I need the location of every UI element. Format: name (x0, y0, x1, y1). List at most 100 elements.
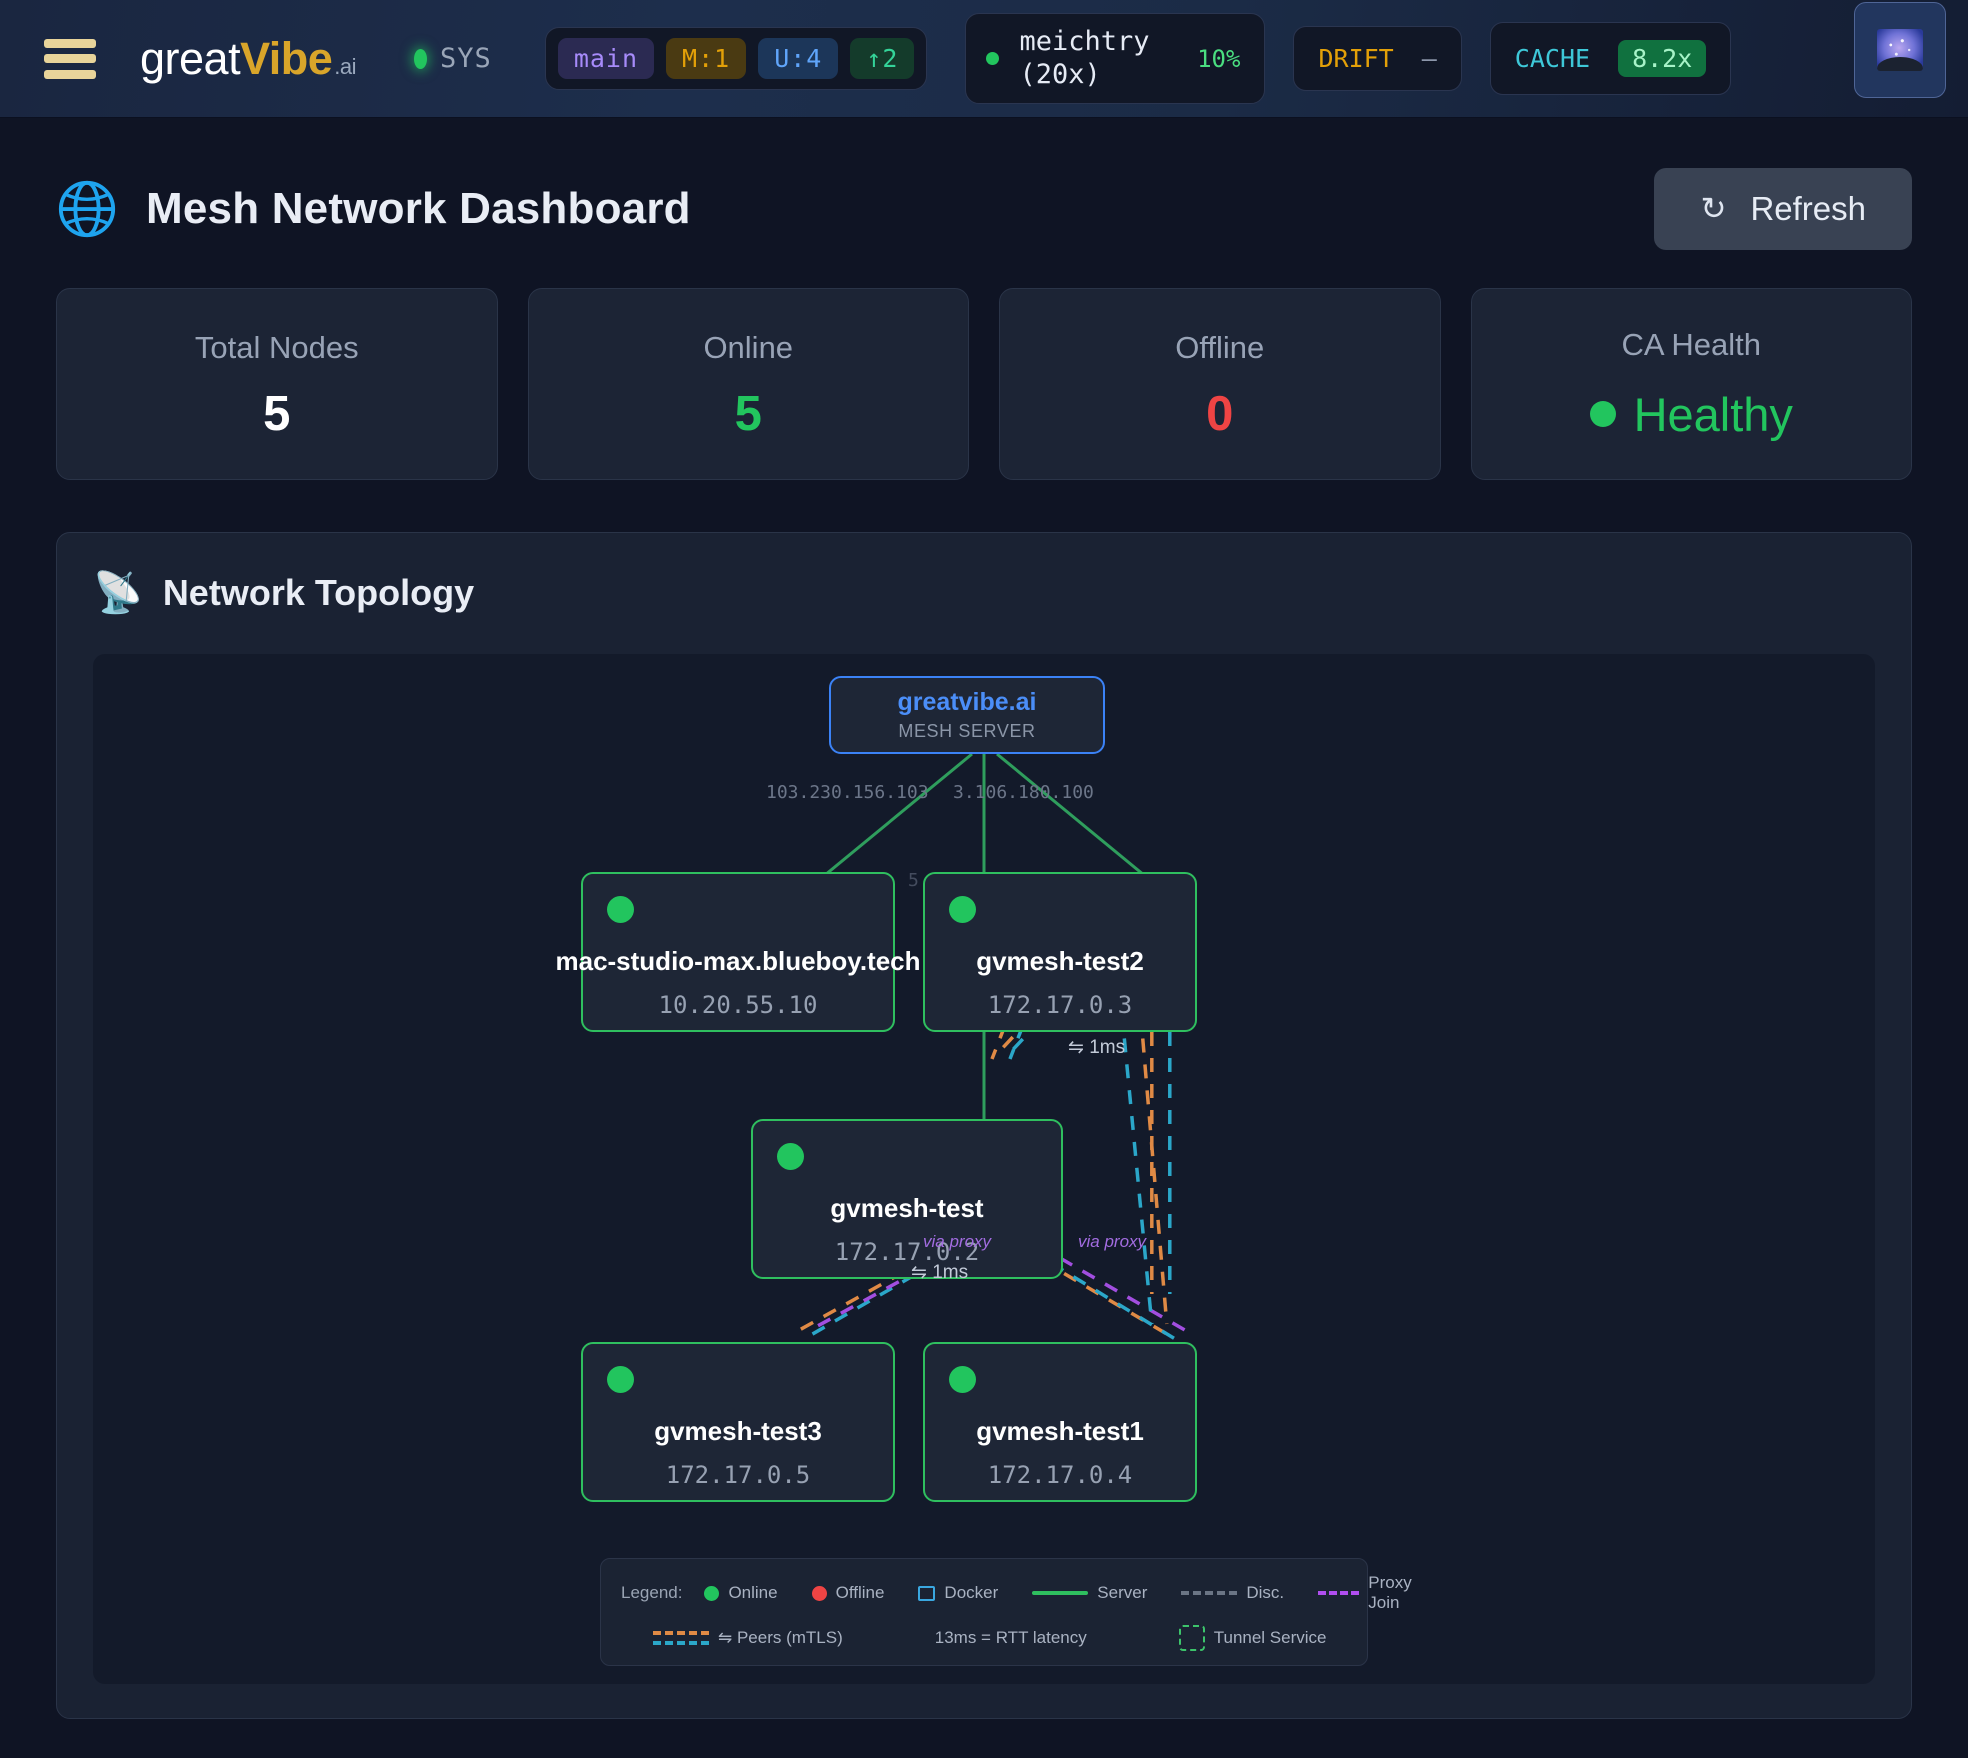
stat-value: 5 (734, 386, 762, 441)
cache-chip[interactable]: CACHE 8.2x (1489, 22, 1732, 95)
context-status-dot (986, 52, 1000, 65)
avatar-image (1877, 29, 1923, 71)
node-gvmesh-test[interactable]: gvmesh-test 172.17.0.2 (751, 1119, 1063, 1279)
page-body: Mesh Network Dashboard ↻ Refresh Total N… (0, 118, 1968, 1719)
hamburger-bar (44, 69, 96, 79)
legend-label: ⇋ Peers (mTLS) (718, 1628, 843, 1647)
node-name: gvmesh-test1 (976, 1416, 1144, 1446)
node-status-dot (777, 1143, 804, 1170)
satellite-dish-icon: 📡 (93, 571, 143, 615)
avatar[interactable] (1854, 2, 1946, 98)
online-dot-icon (704, 1585, 720, 1601)
node-name: mac-studio-max.blueboy.tech (555, 946, 921, 976)
stat-card-ca-health[interactable]: CA Health Healthy (1470, 288, 1912, 480)
git-untracked-badge[interactable]: U:4 (758, 38, 839, 79)
sys-status[interactable]: SYS (414, 43, 492, 74)
legend-peers: ⇋ Peers (mTLS) (653, 1628, 843, 1648)
legend-label: Docker (944, 1583, 999, 1602)
node-gvmesh-test2[interactable]: gvmesh-test2 172.17.0.3 (923, 872, 1197, 1032)
legend-label: Online (728, 1583, 778, 1602)
stat-label: Online (703, 329, 794, 365)
node-ip: 172.17.0.2 (834, 1238, 980, 1266)
stat-label: CA Health (1621, 326, 1762, 362)
context-chip[interactable]: meichtry (20x) 10% (965, 12, 1266, 105)
legend-label: Tunnel Service (1213, 1628, 1327, 1647)
git-modified-badge[interactable]: M:1 (666, 38, 747, 79)
git-branch-badge[interactable]: main (557, 38, 655, 79)
topology-canvas[interactable]: greatvibe.ai MESH SERVER 103.230.156.103… (93, 654, 1875, 1684)
proxy-label-right: via proxy (1078, 1232, 1147, 1251)
legend-label: 13ms = RTT latency (934, 1628, 1087, 1647)
sys-status-dot (414, 48, 428, 69)
docker-square-icon (918, 1585, 936, 1601)
legend-tunnel: Tunnel Service (1178, 1625, 1327, 1651)
peer-dash-blue (653, 1641, 709, 1645)
health-status-dot (1589, 401, 1616, 427)
legend-title: Legend: (621, 1583, 683, 1602)
cache-value: 8.2x (1618, 40, 1707, 77)
drift-chip[interactable]: DRIFT — (1293, 26, 1462, 91)
topology-panel: 📡 Network Topology (56, 532, 1912, 1719)
hamburger-bar (44, 38, 96, 48)
legend-disc: Disc. (1181, 1583, 1284, 1603)
sys-status-label: SYS (440, 43, 492, 74)
legend-label: Disc. (1246, 1583, 1285, 1602)
offline-dot-icon (811, 1585, 827, 1601)
stat-label: Total Nodes (194, 329, 359, 365)
node-status-dot (607, 1366, 634, 1393)
drift-value: — (1421, 44, 1437, 73)
refresh-button[interactable]: ↻ Refresh (1654, 168, 1912, 250)
node-status-dot (949, 1366, 976, 1393)
stat-card-offline[interactable]: Offline 0 (999, 288, 1441, 480)
node-mac-studio[interactable]: mac-studio-max.blueboy.tech 10.20.55.10 (555, 872, 921, 1032)
node-gvmesh-test1[interactable]: gvmesh-test1 172.17.0.4 (923, 1342, 1197, 1502)
stat-value: Healthy (1633, 387, 1793, 441)
context-name: meichtry (20x) (1019, 25, 1150, 90)
legend-online: Online (704, 1583, 778, 1603)
node-mesh-server[interactable]: greatvibe.ai MESH SERVER (829, 676, 1105, 754)
node-status-dot (949, 896, 976, 923)
cache-label: CACHE (1514, 44, 1591, 73)
disc-dash-icon (1181, 1591, 1238, 1595)
legend-row-1: Legend: Online Offline Docker (621, 1573, 1412, 1613)
topology-header: 📡 Network Topology (93, 569, 1875, 616)
stat-label: Offline (1175, 329, 1265, 365)
legend-rtt: 13ms = RTT latency (935, 1628, 1087, 1648)
globe-icon (58, 180, 116, 238)
page-header: Mesh Network Dashboard ↻ Refresh (56, 118, 1912, 278)
latency-label-upper: ⇋ 1ms (1068, 1037, 1126, 1058)
proxy-label-left: via proxy (923, 1232, 992, 1251)
hamburger-bar (44, 54, 96, 63)
legend-docker: Docker (918, 1583, 998, 1603)
context-percent: 10% (1197, 44, 1241, 73)
stat-value: 0 (1206, 386, 1234, 441)
tunnel-service-icon (1178, 1625, 1205, 1651)
legend-label: Offline (835, 1583, 885, 1602)
peer-dash-orange (653, 1631, 709, 1635)
stat-card-online[interactable]: Online 5 (527, 288, 969, 480)
hamburger-icon[interactable] (44, 38, 96, 79)
node-name: gvmesh-test2 (976, 946, 1144, 976)
edge-label-right-ip: 3.106.180.100 (953, 782, 1094, 803)
edge-label-left-ip: 103.230.156.103 (766, 782, 929, 803)
node-title: greatvibe.ai (897, 688, 1037, 716)
node-ip: 10.20.55.10 (658, 991, 818, 1019)
stat-card-total-nodes[interactable]: Total Nodes 5 (56, 288, 498, 480)
drift-label: DRIFT (1318, 44, 1394, 73)
legend-proxy-join: Proxy Join (1318, 1573, 1426, 1613)
node-ip: 172.17.0.5 (665, 1461, 811, 1489)
legend: Legend: Online Offline Docker (600, 1558, 1412, 1666)
git-ahead-badge[interactable]: ↑2 (850, 38, 915, 79)
peers-dash-icon (653, 1631, 709, 1645)
node-name: gvmesh-test3 (654, 1416, 822, 1446)
proxy-join-dash-icon (1318, 1591, 1360, 1595)
legend-offline: Offline (811, 1583, 885, 1603)
node-ip: 172.17.0.3 (987, 991, 1133, 1019)
refresh-icon: ↻ (1700, 191, 1727, 226)
node-status-dot (607, 896, 634, 923)
node-gvmesh-test3[interactable]: gvmesh-test3 172.17.0.5 (581, 1342, 895, 1502)
node-role: MESH SERVER (898, 721, 1036, 741)
brand-part1: great (140, 32, 241, 84)
